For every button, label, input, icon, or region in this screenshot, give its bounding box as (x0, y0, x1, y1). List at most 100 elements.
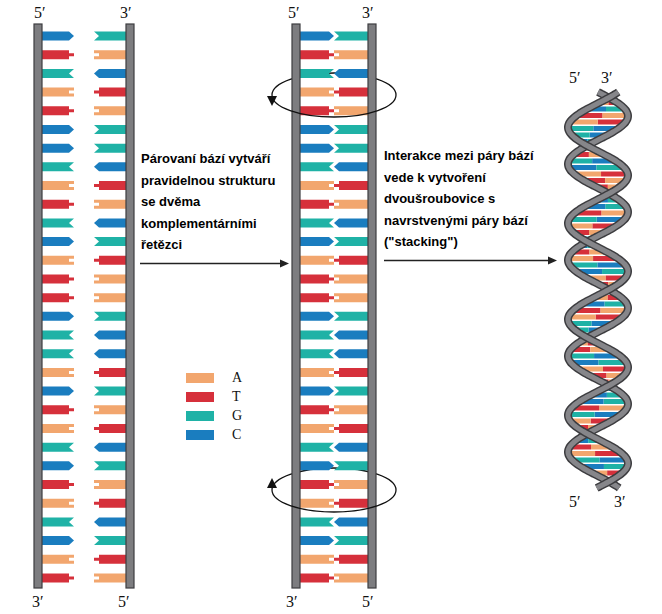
base-t (94, 181, 126, 190)
base-c (94, 443, 126, 452)
base-g (94, 125, 126, 134)
base-c (334, 349, 368, 358)
base-c (300, 125, 334, 134)
base-a (334, 405, 368, 414)
double-helix (568, 92, 628, 488)
legend-swatch (186, 430, 214, 440)
base-a (42, 499, 74, 508)
base-g (334, 32, 368, 41)
paired-ladder (267, 24, 396, 588)
base-a (300, 256, 334, 265)
base-t (334, 368, 368, 377)
base-c (94, 517, 126, 526)
process-arrows (140, 257, 557, 268)
base-a (300, 424, 334, 433)
legend-text: G (232, 407, 242, 424)
process-arrow (140, 263, 281, 264)
helix-backbone (568, 92, 628, 488)
base-t (94, 88, 126, 97)
base-t (42, 200, 74, 209)
base-g (94, 387, 126, 396)
base-c (42, 32, 74, 41)
strand-end-label: 5′ (569, 68, 581, 87)
base-a (42, 368, 74, 377)
base-t (300, 274, 334, 283)
base-a (300, 181, 334, 190)
base-t (300, 574, 334, 583)
base-a (300, 555, 334, 564)
strand-end-label: 3′ (120, 3, 132, 22)
base-g (300, 443, 334, 452)
strand-end-label: 3′ (601, 68, 613, 87)
base-g (300, 69, 334, 78)
base-c (300, 387, 334, 396)
base-a (94, 50, 126, 59)
legend-text: C (232, 426, 241, 443)
base-g (334, 144, 368, 153)
base-a (94, 106, 126, 115)
rotation-arrow (272, 468, 396, 490)
separate-strands (34, 24, 134, 588)
strand-end-label: 5′ (118, 592, 130, 611)
strand-end-label: 3′ (614, 492, 626, 511)
base-t (300, 405, 334, 414)
base-g (42, 331, 74, 340)
base-t (334, 181, 368, 190)
base-t (42, 574, 74, 583)
base-c (42, 144, 74, 153)
base-c (300, 144, 334, 153)
base-c (42, 237, 74, 246)
sugar-phosphate-backbone (34, 24, 42, 588)
base-g (300, 331, 334, 340)
legend-text: T (232, 388, 241, 405)
base-g (94, 32, 126, 41)
base-g (334, 461, 368, 470)
legend-swatch (186, 373, 214, 383)
helix-backbone (568, 92, 628, 488)
base-g (334, 387, 368, 396)
base-g (334, 237, 368, 246)
base-c (94, 69, 126, 78)
base-a (334, 574, 368, 583)
base-g (300, 349, 334, 358)
base-g (94, 237, 126, 246)
process-arrow (384, 260, 549, 261)
base-g (94, 536, 126, 545)
arrow-head (267, 96, 277, 106)
base-g (42, 517, 74, 526)
base-t (334, 424, 368, 433)
base-t (300, 50, 334, 59)
legend-swatch (186, 392, 214, 402)
base-t (300, 293, 334, 302)
base-a (334, 480, 368, 489)
base-t (334, 499, 368, 508)
step-caption: Interakce mezi páry bází vede k vytvořen… (384, 145, 558, 253)
base-c (334, 162, 368, 171)
base-a (300, 368, 334, 377)
base-a (94, 293, 126, 302)
base-g (334, 312, 368, 321)
strand-end-label: 5′ (569, 492, 581, 511)
helix-backbone (568, 92, 628, 488)
base-g (300, 517, 334, 526)
base-g (94, 461, 126, 470)
base-c (300, 237, 334, 246)
base-a (94, 574, 126, 583)
base-c (42, 461, 74, 470)
base-a (334, 200, 368, 209)
base-a (42, 424, 74, 433)
base-c (334, 331, 368, 340)
base-c (42, 387, 74, 396)
base-g (42, 162, 74, 171)
arrow-head (280, 260, 289, 268)
base-a (300, 499, 334, 508)
base-c (300, 461, 334, 470)
base-t (300, 480, 334, 489)
base-g (334, 125, 368, 134)
base-a (94, 200, 126, 209)
base-g (42, 349, 74, 358)
rotation-arrow (272, 95, 396, 117)
strand-end-label: 5′ (362, 592, 374, 611)
